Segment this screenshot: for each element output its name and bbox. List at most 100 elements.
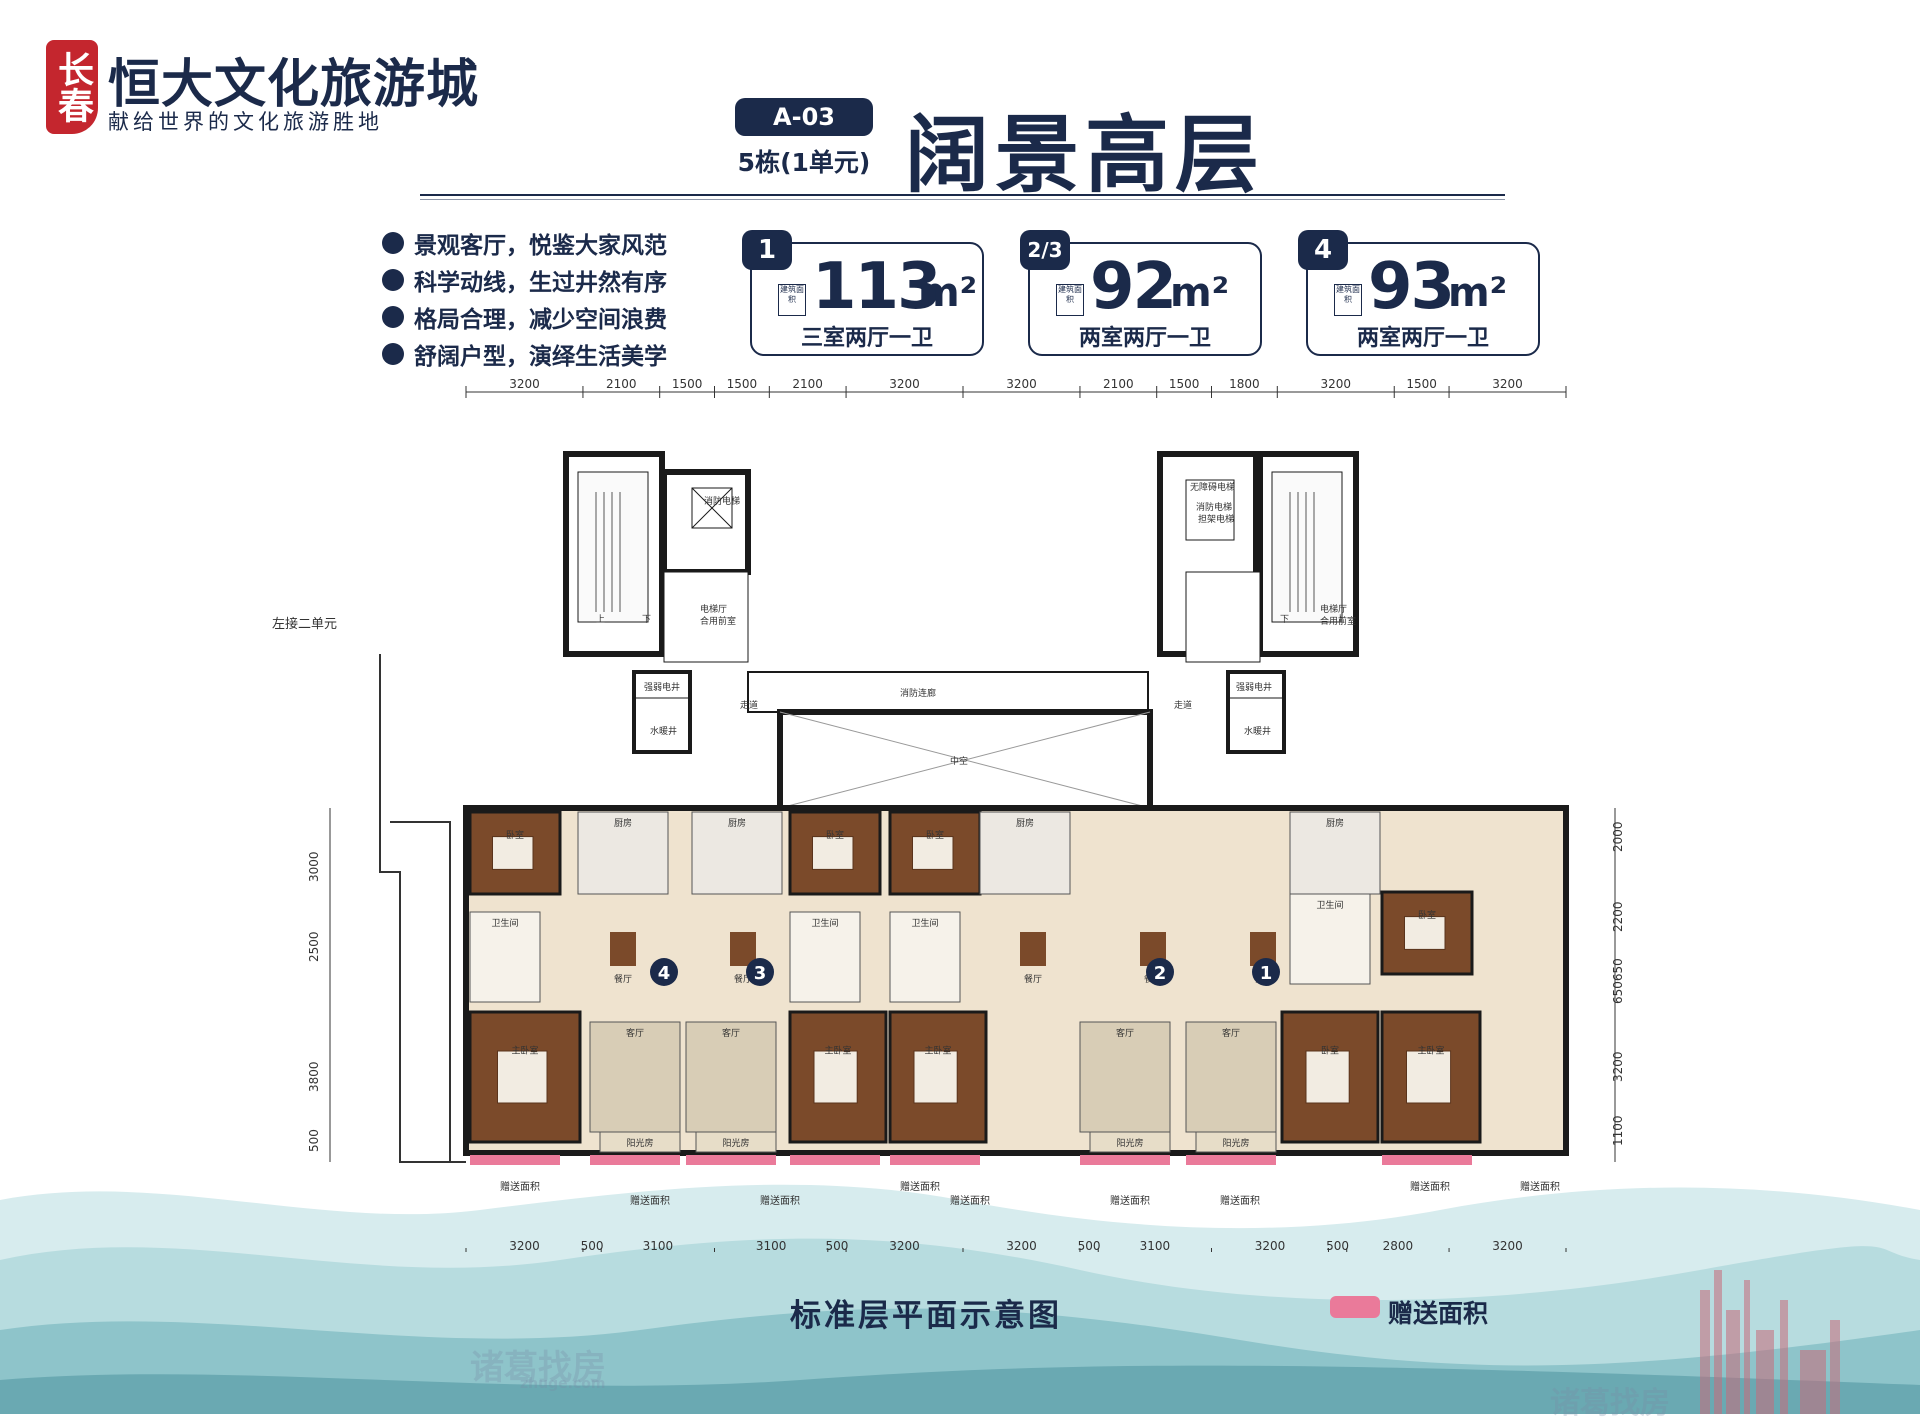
legend-label: 赠送面积: [1388, 1299, 1489, 1328]
label-elec-left: 强弱电井: [644, 681, 680, 693]
central-void: [747, 671, 1153, 811]
dim-label: 500: [825, 1239, 848, 1252]
room: [691, 811, 783, 895]
room-label: 客厅: [626, 1027, 644, 1039]
label-barrier-free: 无障碍电梯: [1190, 481, 1235, 493]
room: [469, 911, 541, 1003]
gift-area: [890, 1155, 980, 1165]
dim-label: 3200: [509, 1239, 540, 1252]
bed-furniture: [812, 836, 854, 870]
adjacent-unit-outline: [379, 654, 466, 1163]
sunroom: [695, 1131, 777, 1153]
room-label: 主卧室: [511, 1045, 538, 1057]
room: [1185, 1021, 1277, 1133]
svg-text:650650: 650650: [1611, 958, 1625, 1004]
room: [589, 1021, 681, 1133]
gift-area: [1382, 1155, 1472, 1165]
label-corridor-left: 走道: [740, 699, 758, 711]
dim-label: 3200: [509, 377, 540, 391]
label-lobby: 电梯厅: [700, 603, 727, 615]
area-tag: 建筑面积: [1056, 284, 1084, 316]
gift-area-label: 赠送面积: [1520, 1180, 1560, 1193]
room-label: 厨房: [1016, 817, 1034, 829]
dim-label: 500: [1326, 1239, 1349, 1252]
bullet-icon: [382, 342, 404, 365]
room: [577, 811, 669, 895]
label-stretcher-lift: 担架电梯: [1198, 513, 1234, 525]
unit-layout: 两室两厅一卫: [1078, 326, 1211, 351]
dim-label: 3200: [889, 377, 920, 391]
dining-table: [1020, 932, 1046, 966]
gift-area: [470, 1155, 560, 1165]
svg-text:3000: 3000: [307, 851, 321, 882]
feature-item: 景观客厅，悦鉴大家风范: [382, 224, 667, 261]
header-divider: [420, 194, 1505, 196]
svg-text:3200: 3200: [1611, 1051, 1625, 1082]
dim-label: 3200: [1492, 377, 1523, 391]
room-label: 阳光房: [626, 1137, 653, 1149]
unit-card-2-3: 2/3 建筑面积 92 m² 两室两厅一卫: [1020, 230, 1262, 356]
brand-title: 恒大文化旅游城: [108, 54, 480, 115]
room-label: 阳光房: [1222, 1137, 1249, 1149]
gift-areas: 赠送面积赠送面积赠送面积赠送面积赠送面积赠送面积赠送面积赠送面积赠送面积: [470, 1155, 1560, 1207]
feature-list: 景观客厅，悦鉴大家风范 科学动线，生过井然有序 格局合理，减少空间浪费 舒阔户型…: [382, 224, 667, 372]
room-label: 餐厅: [614, 973, 632, 985]
unit-area: 92: [1090, 250, 1177, 324]
sunroom: [1089, 1131, 1171, 1153]
dim-label: 3200: [1006, 377, 1037, 391]
unit-badge: 4: [1298, 230, 1348, 270]
plan-code-badge: A-03: [735, 98, 873, 136]
building-label: 5栋(1单元): [737, 148, 871, 177]
core-right: [1157, 451, 1359, 754]
watermark: 诸葛找房: [470, 1348, 606, 1388]
stair-hatch: [595, 492, 1315, 612]
feature-item: 格局合理，减少空间浪费: [382, 298, 667, 335]
bullet-icon: [382, 268, 404, 291]
dim-label: 1500: [1169, 377, 1200, 391]
area-unit: m²: [1448, 270, 1508, 316]
apt-1-number: 1: [1260, 963, 1273, 984]
room-label: 客厅: [722, 1027, 740, 1039]
feature-item: 科学动线，生过井然有序: [382, 261, 667, 298]
label-lobby-2: 合用前室: [700, 615, 736, 627]
dining-table: [610, 932, 636, 966]
sunroom: [599, 1131, 681, 1153]
unit-layout: 三室两厅一卫: [800, 326, 933, 351]
dim-label: 2100: [792, 377, 823, 391]
dim-label: 3100: [1140, 1239, 1171, 1252]
watermark-sub: zhuge.com: [520, 1376, 606, 1392]
legend-swatch: [1330, 1296, 1380, 1318]
feature-item: 舒阔户型，演绎生活美学: [382, 335, 667, 372]
unit-card-1: 1 建筑面积 113 m² 三室两厅一卫: [742, 230, 984, 356]
gift-area: [790, 1155, 880, 1165]
sunroom: [1195, 1131, 1277, 1153]
unit-area: 93: [1368, 250, 1455, 324]
room-label: 客厅: [1116, 1027, 1134, 1039]
bed-furniture: [1404, 916, 1446, 950]
label-void: 中空: [950, 755, 968, 767]
page-title: 阔景高层: [905, 106, 1266, 204]
room: [1289, 893, 1371, 985]
bullet-icon: [382, 305, 404, 328]
room-label: 厨房: [728, 817, 746, 829]
bed-furniture: [1305, 1050, 1350, 1104]
room-label: 厨房: [614, 817, 632, 829]
apartment-markers: 4 3 2 1: [650, 958, 1280, 986]
brand-subtitle: 献给世界的文化旅游胜地: [108, 110, 383, 134]
left-dimensions: 3000 2500 3800 500: [307, 808, 331, 1162]
dining-table: [730, 932, 756, 966]
bed-furniture: [492, 836, 534, 870]
area-tag: 建筑面积: [778, 284, 806, 316]
gift-area: [1080, 1155, 1170, 1165]
dim-label: 3200: [1006, 1239, 1037, 1252]
label-water-right: 水暖井: [1244, 725, 1271, 737]
area-tag: 建筑面积: [1334, 284, 1362, 316]
room-label: 卫生间: [811, 917, 838, 929]
right-dimensions: 2000 2200 650650 3200 1100: [1611, 808, 1625, 1162]
plan-caption: 标准层平面示意图: [790, 1298, 1062, 1334]
dim-label: 1500: [727, 377, 758, 391]
label-corridor-right: 走道: [1174, 699, 1192, 711]
bed-furniture: [497, 1050, 548, 1104]
